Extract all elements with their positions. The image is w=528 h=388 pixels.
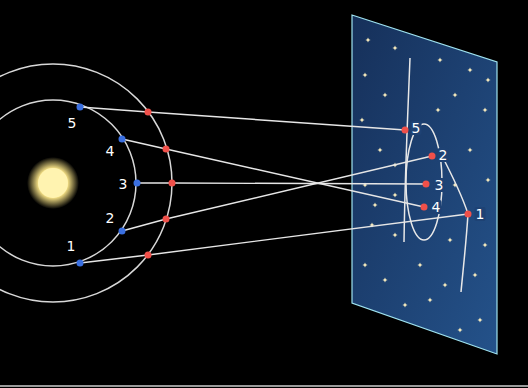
star xyxy=(417,262,422,267)
sky-position-number: 2 xyxy=(438,148,449,162)
star xyxy=(457,327,462,332)
star-field xyxy=(359,37,490,332)
star xyxy=(365,37,370,42)
star xyxy=(482,107,487,112)
sky-dot xyxy=(421,204,428,211)
earth-dot xyxy=(119,136,126,143)
sky-dot xyxy=(465,211,472,218)
star xyxy=(482,242,487,247)
sight-line xyxy=(80,214,468,263)
star xyxy=(372,202,377,207)
sight-line xyxy=(137,183,426,184)
star xyxy=(467,67,472,72)
apparent-path xyxy=(404,58,468,292)
orbit-position-number: 2 xyxy=(105,211,116,225)
sun-glow xyxy=(27,157,79,209)
star xyxy=(437,57,442,62)
bottom-rule xyxy=(0,385,528,387)
star xyxy=(435,107,440,112)
planet-dot xyxy=(169,180,176,187)
earth-dot xyxy=(119,228,126,235)
star xyxy=(447,237,452,242)
star xyxy=(382,92,387,97)
planet-dot xyxy=(163,216,170,223)
planet-positions xyxy=(145,109,472,259)
star xyxy=(477,317,482,322)
star xyxy=(472,272,477,277)
earth-dot xyxy=(77,260,84,267)
sight-line xyxy=(122,156,432,231)
orbit-position-number: 5 xyxy=(67,116,78,130)
star xyxy=(377,147,382,152)
star xyxy=(452,92,457,97)
star xyxy=(392,45,397,50)
star xyxy=(362,72,367,77)
sky-position-number: 1 xyxy=(475,207,486,221)
sky-position-number: 5 xyxy=(411,121,422,135)
planet-dot xyxy=(163,146,170,153)
star xyxy=(392,192,397,197)
star xyxy=(402,302,407,307)
sky-position-number: 4 xyxy=(431,200,442,214)
sky-panel xyxy=(352,15,497,354)
star xyxy=(359,117,364,122)
planet-dot xyxy=(145,109,152,116)
star xyxy=(485,77,490,82)
star xyxy=(442,282,447,287)
star xyxy=(362,262,367,267)
star xyxy=(485,177,490,182)
planet-dot xyxy=(145,252,152,259)
orbit-position-number: 1 xyxy=(66,239,77,253)
star xyxy=(392,232,397,237)
sun xyxy=(38,168,68,198)
orbit-position-number: 4 xyxy=(105,144,116,158)
sky-dot xyxy=(423,181,430,188)
star xyxy=(382,277,387,282)
sight-line xyxy=(122,139,424,207)
sight-line xyxy=(80,107,405,130)
sky-dot xyxy=(429,153,436,160)
star xyxy=(467,147,472,152)
star xyxy=(427,297,432,302)
earth-positions xyxy=(77,104,141,267)
path-curve xyxy=(440,152,468,292)
earth-dot xyxy=(77,104,84,111)
earth-dot xyxy=(134,180,141,187)
sight-lines xyxy=(80,107,468,263)
sky-dot xyxy=(402,127,409,134)
earth-orbit xyxy=(0,100,136,266)
orbit-position-number: 3 xyxy=(118,177,129,191)
sky-position-number: 3 xyxy=(434,178,445,192)
